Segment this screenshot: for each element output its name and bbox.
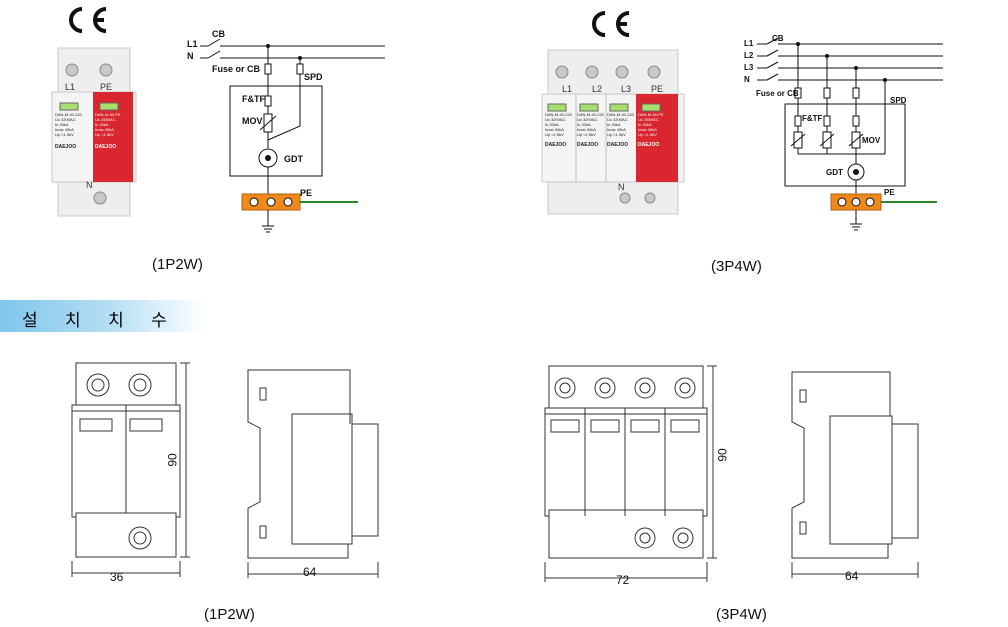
module-specs: DAN-M-40-220 Uc 320VAC In 20kA Imax 40kA… [545, 112, 573, 148]
spec-line: In 20kA [638, 122, 652, 127]
caption-1p2w-top: (1P2W) [152, 256, 203, 273]
caption-1p2w-bottom: (1P2W) [204, 606, 255, 623]
dim-height-1p: 90 [165, 453, 180, 467]
fuse-label: Fuse or CB [212, 64, 261, 74]
brand-label: DAEJOO [638, 142, 660, 148]
terminal-label-l2: L2 [592, 84, 603, 94]
spec-line: Up <1.5kV [95, 132, 114, 137]
spec-line: DAN-M-40-220 [55, 112, 82, 117]
dim-width-1p: 36 [110, 570, 124, 584]
spec-line: In 20kA [95, 122, 109, 127]
spec-line: Uc 320VAC [545, 117, 566, 122]
module-specs: DAN-M-40-PE Uc 255VAC In 20kA Imax 40kA … [95, 112, 129, 150]
module-specs: DAN-M-40-220 Uc 320VAC In 20kA Imax 40kA… [55, 112, 89, 150]
dimension-front-3p4w [544, 365, 717, 582]
spec-line: Up <1.5kV [577, 132, 596, 137]
spec-line: DAN-M-40-220 [607, 112, 634, 117]
product-photo-1p2w [51, 47, 137, 217]
brand-label: DAEJOO [577, 142, 599, 148]
fuse-label: Fuse or CB [756, 89, 799, 98]
brand-label: DAEJOO [545, 142, 567, 148]
pe-label: PE [884, 188, 895, 197]
spec-line: Imax 40kA [577, 127, 596, 132]
brand-label: DAEJOO [55, 144, 77, 150]
module-specs: DAN-M-40-220 Uc 320VAC In 20kA Imax 40kA… [577, 112, 605, 148]
module-specs: DAN-M-40-PE Uc 255VAC In 20kA Imax 40kA … [638, 112, 672, 148]
spec-line: Uc 320VAC [607, 117, 628, 122]
brand-label: DAEJOO [607, 142, 629, 148]
module-specs: DAN-M-40-220 Uc 320VAC In 20kA Imax 40kA… [607, 112, 635, 148]
spec-line: DAN-M-40-220 [577, 112, 604, 117]
dimension-side-1p2w [247, 369, 379, 578]
spec-line: Uc 255VAC [638, 117, 659, 122]
spec-line: Up <1.5kV [55, 132, 74, 137]
section-banner: 설 치 치 수 [0, 300, 205, 332]
spd-label: SPD [890, 96, 907, 105]
gdt-label: GDT [826, 168, 843, 177]
spec-line: DAN-M-40-PE [638, 112, 664, 117]
pe-label: PE [300, 188, 313, 198]
mov-label: MOV [862, 136, 881, 145]
ce-logo [69, 7, 107, 33]
terminal-label-n: N [86, 180, 93, 190]
ftf-label: F&TF [242, 94, 265, 104]
line-label-l1: L1 [187, 39, 198, 49]
terminal-label-l1: L1 [562, 84, 573, 94]
ce-logo [592, 11, 630, 37]
spec-line: In 20kA [545, 122, 559, 127]
cb-label: CB [212, 29, 225, 39]
spec-line: Up <1.5kV [607, 132, 626, 137]
schematic-3p4w [757, 37, 943, 231]
spec-line: Up <1.5kV [545, 132, 564, 137]
spec-line: In 20kA [607, 122, 621, 127]
spec-line: DAN-M-40-PE [95, 112, 121, 117]
line-label-l3: L3 [744, 63, 754, 72]
terminal-label-n: N [618, 182, 625, 192]
spec-line: Up <1.5kV [638, 132, 657, 137]
terminal-label-l1: L1 [65, 82, 76, 92]
spec-line: Imax 40kA [607, 127, 626, 132]
line-label-n: N [744, 75, 750, 84]
spec-line: Uc 320VAC [55, 117, 76, 122]
mov-label: MOV [242, 116, 263, 126]
dimension-side-3p4w [791, 371, 919, 578]
gdt-label: GDT [284, 154, 303, 164]
terminal-label-pe: PE [100, 82, 113, 92]
line-label-l2: L2 [744, 51, 754, 60]
line-label-l1: L1 [744, 39, 754, 48]
dim-depth-3p: 64 [845, 569, 859, 583]
dim-width-3p: 72 [616, 573, 630, 587]
schematic-1p2w [200, 38, 385, 233]
product-photo-3p4w [541, 49, 685, 215]
ftf-label: F&TF [802, 114, 823, 123]
dimension-front-1p2w [71, 362, 190, 577]
spec-line: DAN-M-40-220 [545, 112, 572, 117]
spec-line: In 20kA [55, 122, 69, 127]
spd-label: SPD [304, 72, 323, 82]
spec-line: In 20kA [577, 122, 591, 127]
dim-depth-1p: 64 [303, 565, 317, 579]
terminal-label-pe: PE [651, 84, 664, 94]
dim-height-3p: 90 [715, 448, 730, 462]
line-label-n: N [187, 51, 194, 61]
caption-3p4w-bottom: (3P4W) [716, 606, 767, 623]
spec-line: Uc 255VAC [95, 117, 116, 122]
spec-line: Imax 40kA [638, 127, 657, 132]
cb-label: CB [772, 34, 784, 43]
caption-3p4w-top: (3P4W) [711, 258, 762, 275]
spec-line: Imax 40kA [545, 127, 564, 132]
spec-line: Imax 40kA [95, 127, 114, 132]
brand-label: DAEJOO [95, 144, 117, 150]
spec-line: Imax 40kA [55, 127, 74, 132]
spec-line: Uc 320VAC [577, 117, 598, 122]
section-title: 설 치 치 수 [22, 311, 178, 331]
terminal-label-l3: L3 [621, 84, 632, 94]
